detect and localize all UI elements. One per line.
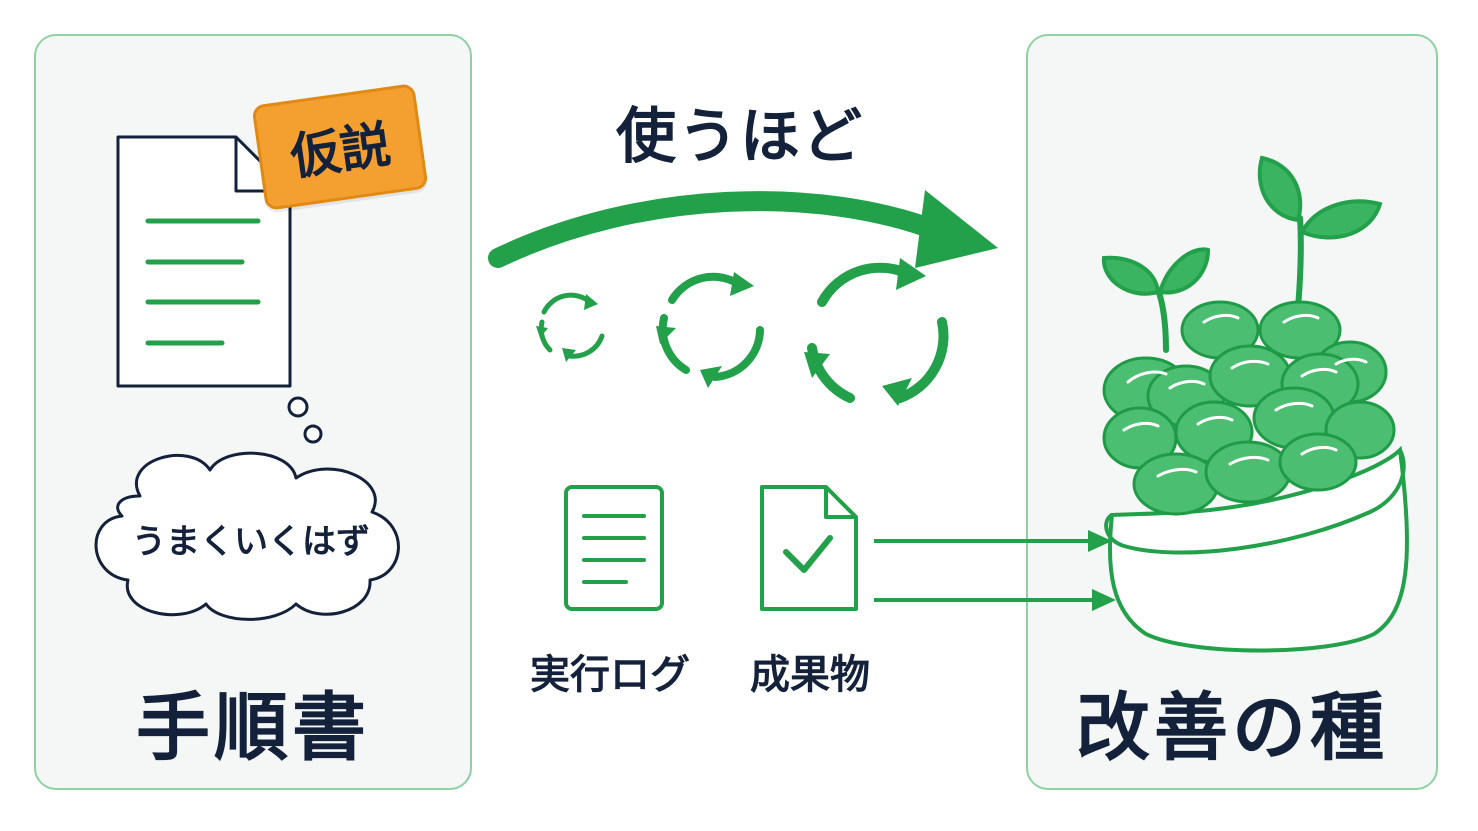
- hypothesis-tag-label: 仮説: [287, 115, 395, 187]
- document-icon: [116, 135, 292, 388]
- log-label: 実行ログ: [530, 652, 690, 698]
- product-label: 成果物: [750, 652, 870, 698]
- progress-arrow: [488, 190, 998, 268]
- thought-text: うまくいくはず: [132, 522, 370, 562]
- procedure-title: 手順書: [136, 685, 370, 771]
- thought-bubble-icon: [94, 396, 400, 621]
- arrow-label: 使うほど: [616, 102, 864, 172]
- cycle-arrow-heads: [536, 258, 926, 406]
- sprout-icon: [1101, 155, 1383, 353]
- improvement-title: 改善の種: [1076, 685, 1388, 771]
- log-document-icon: [564, 485, 664, 611]
- checked-document-icon: [760, 485, 858, 611]
- seed-pot-icon: [1102, 300, 1410, 653]
- hypothesis-tag: 仮説: [251, 83, 429, 211]
- flow-arrows: [874, 530, 1116, 611]
- cycle-arrows-icon: [538, 262, 949, 403]
